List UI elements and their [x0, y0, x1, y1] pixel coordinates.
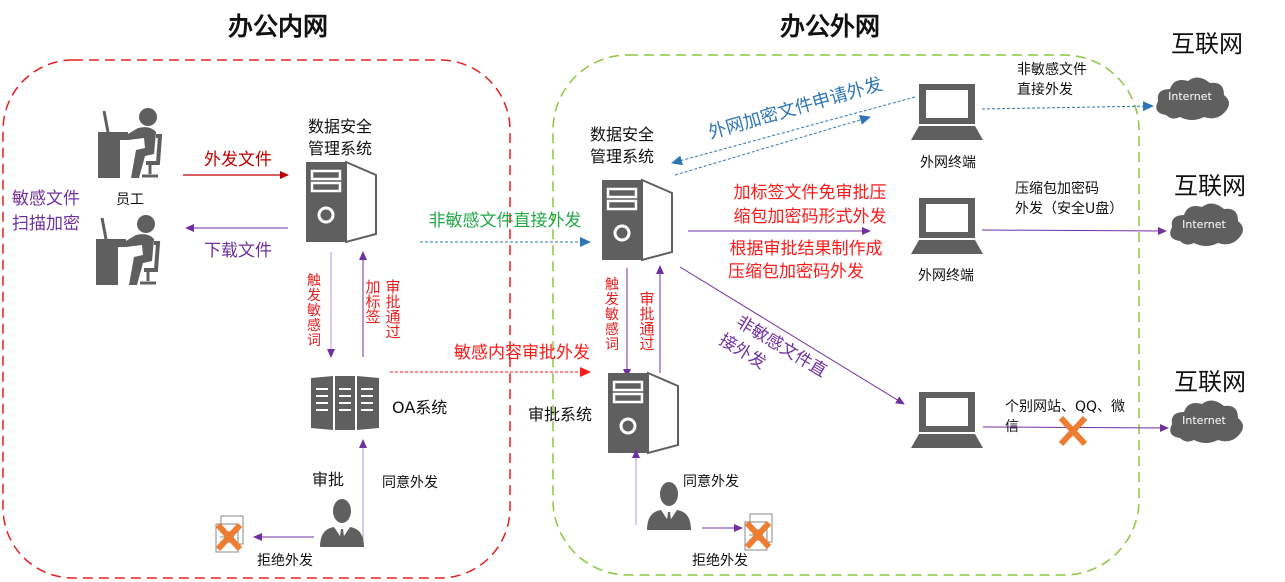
employee-workstation-icon — [96, 106, 162, 180]
inner-zone-title: 办公内网 — [228, 12, 328, 41]
vertical-label-char: 过 — [385, 323, 400, 341]
vertical-label-char: 加 — [365, 278, 380, 296]
result-label-1: 根据审批结果制作成 — [730, 239, 883, 259]
approver-icon — [320, 499, 364, 547]
non-sensitive-diagonal-arrow — [679, 266, 905, 405]
vertical-label-char: 感 — [307, 317, 321, 334]
outer-dsm-server-icon — [600, 178, 674, 262]
reject-send-label-inner: 拒绝外发 — [257, 553, 313, 569]
vertical-label-char: 通 — [385, 308, 400, 326]
result-label-2: 压缩包加密码外发 — [728, 262, 864, 282]
encrypted-apply-arrow-in — [671, 96, 916, 166]
internet-link-1 — [981, 101, 1154, 112]
cloud-text-2: Internet — [1182, 218, 1226, 231]
approval-system-label: 审批系统 — [528, 405, 592, 424]
download-file-label: 下载文件 — [204, 241, 272, 261]
vertical-label-char: 签 — [365, 308, 380, 326]
vertical-label-char: 标 — [365, 293, 380, 311]
outer-zone-title: 办公外网 — [780, 12, 880, 41]
vertical-label-char: 批 — [385, 293, 400, 311]
external-terminal-icon-1 — [911, 84, 983, 140]
non-sensitive-direct-label: 非敏感文件直接外发 — [429, 211, 582, 231]
internet-link-2-label-1: 压缩包加密码 — [1015, 180, 1099, 197]
outer-dsm-label-1: 数据安全 — [590, 125, 654, 144]
tagged-label-2: 缩包加密码形式外发 — [734, 207, 887, 227]
blocked-x-icon — [1058, 415, 1088, 447]
vertical-label-char: 审 — [639, 290, 654, 308]
external-terminal-icon-3 — [911, 392, 983, 448]
internet-title-1: 互联网 — [1171, 30, 1243, 58]
agree-send-label-outer: 同意外发 — [683, 473, 739, 490]
cloud-text-3: Internet — [1182, 414, 1226, 427]
vertical-label-char: 触 — [307, 273, 321, 289]
agree-send-label-inner: 同意外发 — [382, 474, 438, 491]
vertical-label-char: 触 — [605, 277, 619, 293]
oa-system-icon — [311, 376, 379, 430]
vertical-label-char: 发 — [307, 288, 321, 304]
add-tag-label-inner: 加标签 — [365, 278, 380, 326]
scan-encrypt-label-1: 敏感文件 — [12, 189, 80, 209]
send-file-label: 外发文件 — [204, 150, 272, 170]
cloud-text-1: Internet — [1168, 90, 1212, 103]
scan-encrypt-label-2: 扫描加密 — [12, 214, 80, 234]
vertical-label-char: 批 — [639, 305, 654, 323]
sensitive-approval-label: 敏感内容审批外发 — [454, 343, 590, 363]
vertical-label-char: 通 — [639, 320, 654, 338]
approve-label: 审批 — [312, 470, 344, 489]
vertical-label-char: 过 — [639, 335, 654, 353]
approval-system-server-icon — [606, 371, 680, 455]
reject-send-label-outer: 拒绝外发 — [692, 553, 748, 569]
encrypted-apply-arrow-out — [674, 115, 871, 176]
inner-dsm-server-icon — [304, 160, 378, 244]
outer-rejected-document-icon — [745, 514, 772, 550]
vertical-label-char: 敏 — [307, 303, 321, 319]
vertical-label-char: 词 — [605, 337, 619, 353]
rejected-document-icon — [216, 516, 243, 552]
inner-dsm-label-1: 数据安全 — [308, 117, 372, 136]
outer-network-zone — [552, 54, 1140, 576]
employee-label: 员工 — [116, 192, 144, 208]
vertical-label-char: 词 — [307, 333, 321, 349]
tagged-label-1: 加标签文件免审批压 — [734, 183, 887, 203]
external-terminal-icon-2 — [911, 198, 983, 254]
encrypted-apply-label: 外网加密文件申请外发 — [706, 74, 885, 144]
internet-link-1-label-1: 非敏感文件 — [1017, 61, 1087, 78]
external-terminal-label-2: 外网终端 — [918, 268, 974, 284]
external-terminal-label-1: 外网终端 — [920, 155, 976, 171]
internet-link-2-label-2: 外发（安全U盘） — [1015, 200, 1123, 217]
internet-title-2: 互联网 — [1174, 172, 1246, 200]
vertical-label-char: 感 — [605, 321, 619, 338]
inner-dsm-label-2: 管理系统 — [308, 139, 372, 158]
outer-dsm-label-2: 管理系统 — [590, 147, 654, 166]
internet-title-3: 互联网 — [1174, 368, 1246, 396]
vertical-label-char: 敏 — [605, 307, 619, 323]
vertical-label-char: 发 — [605, 292, 619, 308]
inner-network-zone — [2, 59, 511, 579]
employee-workstation-icon — [94, 213, 160, 287]
vertical-label-char: 审 — [385, 278, 400, 296]
internet-link-3-label-2: 信 — [1005, 419, 1019, 435]
internet-link-3-label-1: 个别网站、QQ、微 — [1005, 399, 1125, 415]
oa-system-label: OA系统 — [392, 398, 447, 417]
internet-link-1-label-2: 直接外发 — [1017, 81, 1073, 98]
internet-link-2 — [981, 226, 1167, 235]
